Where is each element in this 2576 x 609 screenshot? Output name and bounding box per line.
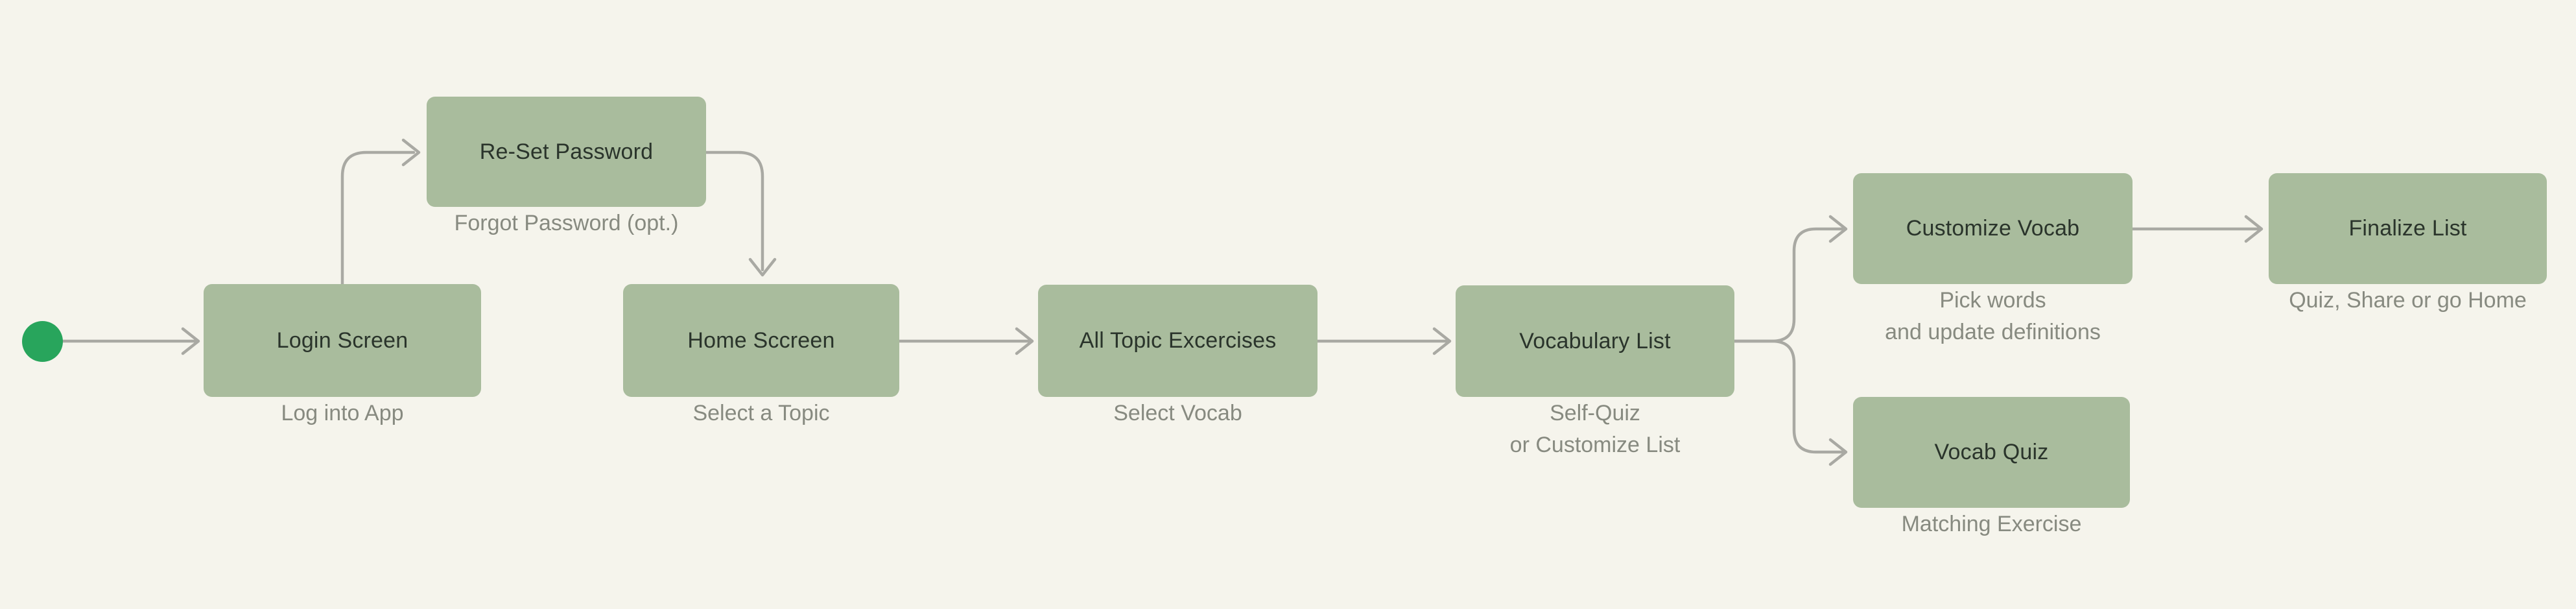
connector-home-to-all-topic bbox=[897, 327, 1034, 355]
node-finalize-list-box[interactable]: Finalize List bbox=[2269, 173, 2547, 284]
node-label: Customize Vocab bbox=[1906, 216, 2080, 241]
connector-customize-vocab-to-finalize-list bbox=[2131, 215, 2263, 243]
node-vocab-quiz[interactable]: Vocab Quiz Matching Exercise bbox=[1853, 397, 2130, 536]
node-customize-vocab-box[interactable]: Customize Vocab bbox=[1853, 173, 2133, 284]
node-vocab-quiz-box[interactable]: Vocab Quiz bbox=[1853, 397, 2130, 508]
node-caption: Self-Quiz or Customize List bbox=[1510, 398, 1681, 461]
node-reset-password[interactable]: Re-Set Password Forgot Password (opt.) bbox=[427, 97, 706, 235]
node-label: Home Sccreen bbox=[687, 328, 835, 353]
node-home-screen-box[interactable]: Home Sccreen bbox=[623, 284, 899, 397]
node-all-topic-exercises-box[interactable]: All Topic Excercises bbox=[1038, 285, 1318, 397]
node-caption-line: Self-Quiz bbox=[1550, 401, 1640, 425]
node-label: All Topic Excercises bbox=[1079, 328, 1277, 353]
node-all-topic-exercises[interactable]: All Topic Excercises Select Vocab bbox=[1038, 285, 1318, 425]
node-finalize-list[interactable]: Finalize List Quiz, Share or go Home bbox=[2269, 173, 2547, 313]
node-label: Re-Set Password bbox=[479, 139, 654, 164]
node-login-screen[interactable]: Login Screen Log into App bbox=[204, 284, 481, 425]
node-caption: Select Vocab bbox=[1113, 401, 1242, 425]
node-customize-vocab[interactable]: Customize Vocab Pick words and update de… bbox=[1853, 173, 2133, 344]
node-caption: Matching Exercise bbox=[1901, 512, 2082, 536]
connector-reset-password-to-home bbox=[704, 150, 777, 277]
node-caption: Forgot Password (opt.) bbox=[454, 211, 679, 235]
node-caption-line: and update definitions bbox=[1885, 320, 2101, 344]
connector-vocabulary-list-to-vocab-quiz bbox=[1732, 339, 1848, 466]
node-login-screen-box[interactable]: Login Screen bbox=[204, 284, 481, 397]
node-caption: Quiz, Share or go Home bbox=[2289, 288, 2527, 313]
connector-login-to-reset-password bbox=[340, 138, 421, 286]
node-reset-password-box[interactable]: Re-Set Password bbox=[427, 97, 706, 207]
node-caption: Pick words and update definitions bbox=[1885, 285, 2101, 348]
node-label: Login Screen bbox=[276, 328, 408, 353]
connector-vocabulary-list-to-customize-vocab bbox=[1732, 215, 1848, 343]
node-vocabulary-list[interactable]: Vocabulary List Self-Quiz or Customize L… bbox=[1456, 285, 1734, 457]
node-caption-line: or Customize List bbox=[1509, 433, 1681, 457]
node-label: Vocabulary List bbox=[1519, 328, 1671, 353]
node-label: Vocab Quiz bbox=[1934, 440, 2049, 464]
node-caption: Select a Topic bbox=[692, 401, 830, 425]
node-vocabulary-list-box[interactable]: Vocabulary List bbox=[1456, 285, 1734, 397]
connector-start-to-login bbox=[60, 327, 200, 355]
node-caption: Log into App bbox=[281, 401, 404, 425]
start-node[interactable] bbox=[22, 321, 63, 362]
node-caption-line: Pick words bbox=[1939, 288, 2046, 313]
node-home-screen[interactable]: Home Sccreen Select a Topic bbox=[623, 284, 899, 425]
node-label: Finalize List bbox=[2348, 216, 2467, 241]
connector-all-topic-to-vocabulary-list bbox=[1316, 327, 1452, 355]
